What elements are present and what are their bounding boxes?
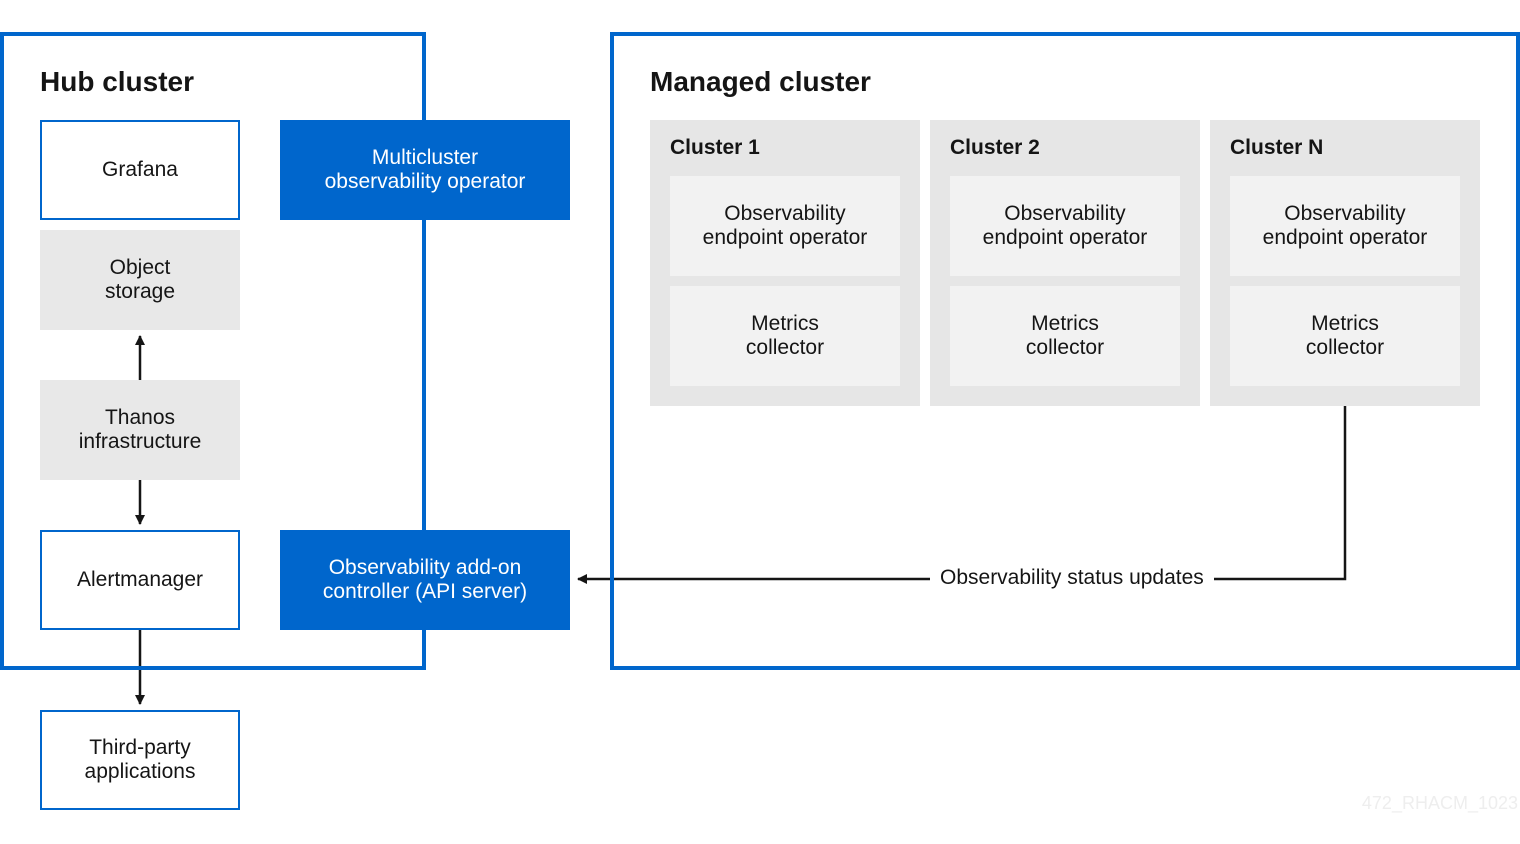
cluster-title: Cluster N <box>1230 136 1324 159</box>
hub-cluster-title: Hub cluster <box>40 66 195 97</box>
arrow-status-updates <box>577 406 1347 584</box>
multicluster-observability-operator-box: Multicluster observability operator <box>280 120 570 220</box>
managed-cluster-title: Managed cluster <box>650 66 871 97</box>
cluster-title: Cluster 1 <box>670 136 760 159</box>
thanos-infrastructure-box: Thanos infrastructure <box>40 380 240 480</box>
observability-addon-controller-box: Observability add-on controller (API ser… <box>280 530 570 630</box>
endpoint-operator-box: Observability endpoint operator <box>1230 176 1460 276</box>
metrics-collector-box: Metrics collector <box>950 286 1180 386</box>
watermark: 472_RHACM_1023 <box>1361 793 1518 813</box>
object-storage-box: Object storage <box>40 230 240 330</box>
grafana-box: Grafana <box>40 120 240 220</box>
endpoint-operator-box: Observability endpoint operator <box>950 176 1180 276</box>
managed-cluster-frame <box>610 32 1520 670</box>
metrics-collector-box: Metrics collector <box>1230 286 1460 386</box>
metrics-collector-box: Metrics collector <box>670 286 900 386</box>
status-updates-label: Observability status updates <box>930 566 1214 590</box>
alertmanager-box: Alertmanager <box>40 530 240 630</box>
endpoint-operator-box: Observability endpoint operator <box>670 176 900 276</box>
cluster-title: Cluster 2 <box>950 136 1040 159</box>
third-party-applications-box: Third-party applications <box>40 710 240 810</box>
hub-cluster-frame <box>0 32 426 670</box>
